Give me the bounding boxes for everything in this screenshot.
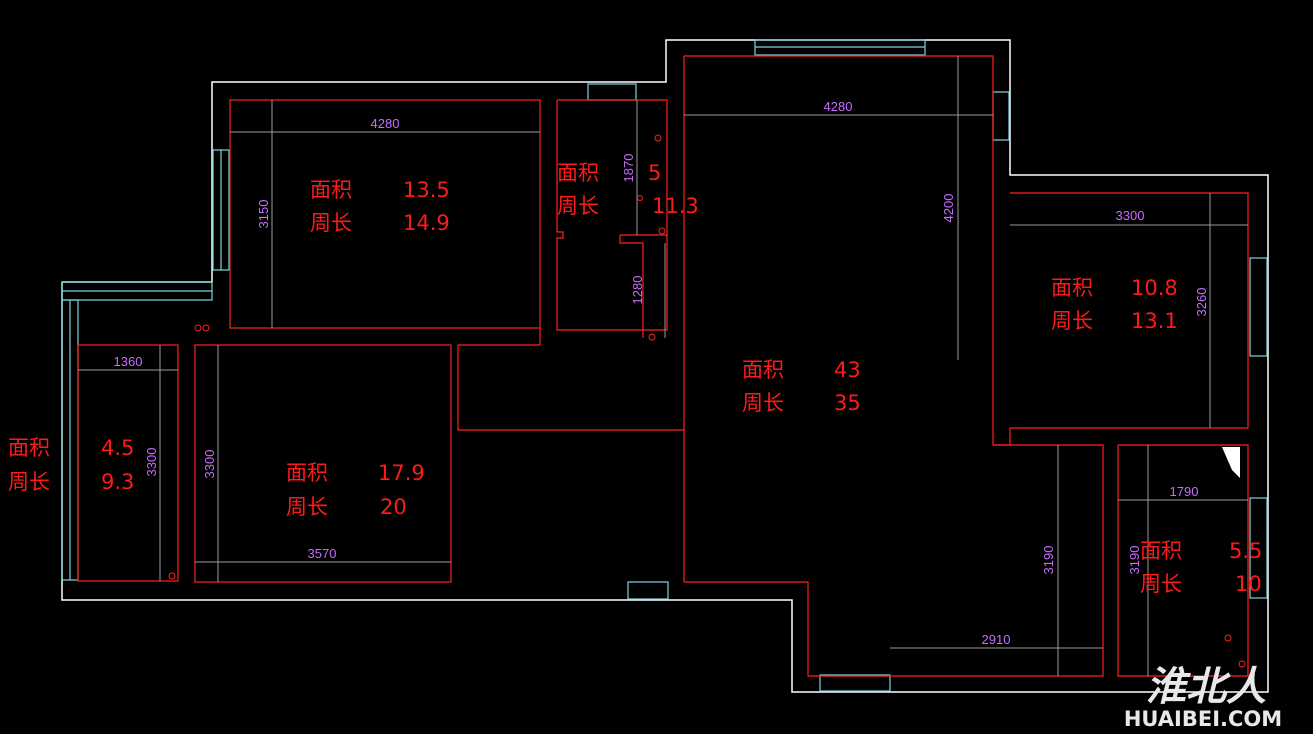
room-bedroom-top-left: 面积 13.5 周长 14.9 bbox=[310, 178, 450, 235]
watermark: 淮北人 HUAIBEI.COM bbox=[1124, 664, 1282, 731]
dimension-label: 3570 bbox=[308, 546, 337, 561]
dimension-lines bbox=[78, 56, 1248, 676]
perimeter-value: 14.9 bbox=[403, 211, 450, 235]
area-value: 43 bbox=[834, 358, 861, 382]
perimeter-value: 20 bbox=[380, 495, 407, 519]
perimeter-value: 10 bbox=[1235, 572, 1262, 596]
dimension-label: 3300 bbox=[202, 450, 217, 479]
dimension-label: 1360 bbox=[114, 354, 143, 369]
room-bedroom-bottom-left: 面积 17.9 周长 20 bbox=[286, 461, 425, 519]
dimension-label: 3150 bbox=[256, 200, 271, 229]
dimension-label: 3300 bbox=[144, 448, 159, 477]
dimension-label: 3190 bbox=[1127, 546, 1142, 575]
perimeter-value: 9.3 bbox=[101, 470, 134, 494]
area-value: 13.5 bbox=[403, 178, 450, 202]
area-value: 10.8 bbox=[1131, 276, 1178, 300]
area-label: 面积 bbox=[286, 461, 328, 485]
dimension-label: 3260 bbox=[1194, 288, 1209, 317]
room-bedroom-right: 面积 10.8 周长 13.1 bbox=[1051, 276, 1178, 333]
room-balcony-left: 面积 4.5 周长 9.3 bbox=[8, 436, 134, 494]
perimeter-value: 11.3 bbox=[652, 194, 699, 218]
area-value: 17.9 bbox=[378, 461, 425, 485]
dimension-label: 1870 bbox=[621, 154, 636, 183]
watermark-logo: 淮北人 bbox=[1146, 664, 1266, 710]
perimeter-label: 周长 bbox=[8, 470, 50, 494]
perimeter-value: 13.1 bbox=[1131, 309, 1178, 333]
dimension-label: 4280 bbox=[824, 99, 853, 114]
area-label: 面积 bbox=[1140, 539, 1182, 563]
perimeter-value: 35 bbox=[834, 391, 861, 415]
area-label: 面积 bbox=[310, 178, 352, 202]
inner-walls bbox=[77, 55, 1249, 677]
area-value: 5.5 bbox=[1229, 539, 1262, 563]
perimeter-label: 周长 bbox=[310, 211, 352, 235]
dimension-label: 4200 bbox=[941, 194, 956, 223]
dimension-label: 1790 bbox=[1170, 484, 1199, 499]
room-bathroom-top: 面积 5 周长 11.3 bbox=[557, 161, 699, 218]
area-label: 面积 bbox=[742, 358, 784, 382]
perimeter-label: 周长 bbox=[742, 391, 784, 415]
perimeter-label: 周长 bbox=[1051, 309, 1093, 333]
perimeter-label: 周长 bbox=[557, 194, 599, 218]
dimension-label: 3190 bbox=[1041, 546, 1056, 575]
area-label: 面积 bbox=[8, 436, 50, 460]
door-marker bbox=[1222, 447, 1240, 478]
dimension-label: 4280 bbox=[371, 116, 400, 131]
perimeter-label: 周长 bbox=[286, 495, 328, 519]
dimension-labels: 4280 3150 1870 1280 4280 4200 3300 3260 … bbox=[114, 99, 1209, 647]
area-value: 4.5 bbox=[101, 436, 134, 460]
fixture-markers bbox=[168, 134, 1246, 668]
dimension-label: 1280 bbox=[630, 276, 645, 305]
dimension-label: 2910 bbox=[982, 632, 1011, 647]
dimension-label: 3300 bbox=[1116, 208, 1145, 223]
windows bbox=[61, 39, 1268, 692]
area-label: 面积 bbox=[557, 161, 599, 185]
room-bathroom-bottom-right: 面积 5.5 周长 10 bbox=[1140, 539, 1262, 596]
room-living-room: 面积 43 周长 35 bbox=[742, 358, 861, 415]
area-label: 面积 bbox=[1051, 276, 1093, 300]
outer-wall bbox=[61, 39, 1269, 693]
area-value: 5 bbox=[648, 161, 661, 185]
watermark-site: HUAIBEI.COM bbox=[1124, 707, 1282, 731]
perimeter-label: 周长 bbox=[1140, 572, 1182, 596]
